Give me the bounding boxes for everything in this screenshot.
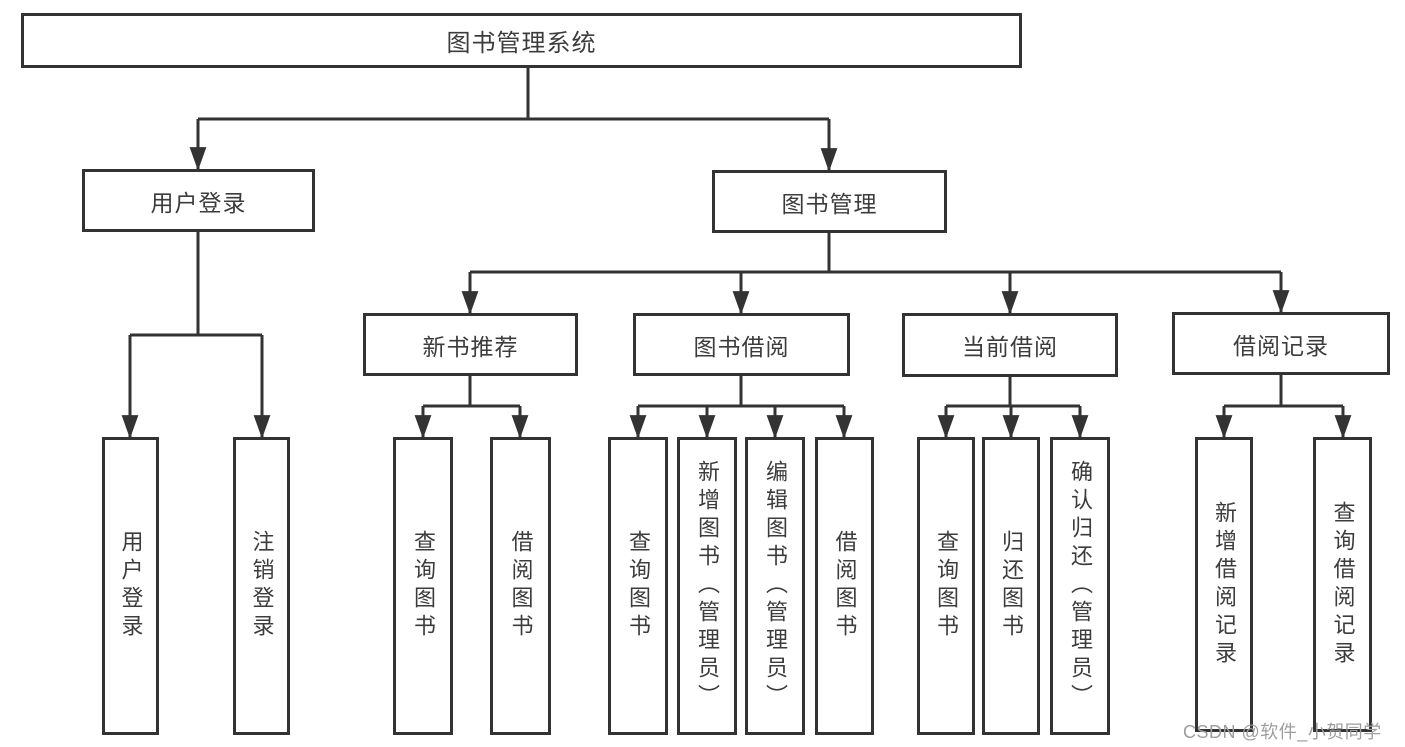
connector-new-book-rec-trunk <box>423 376 520 408</box>
csdn-watermark: CSDN @软件_小贺同学 <box>1183 722 1382 742</box>
leaf-nbr-query-books-label: 查询图书 <box>411 530 436 642</box>
leaf-bb-add-books-admin: 新增图书（管理员） <box>677 437 737 735</box>
node-user-login-label: 用户登录 <box>150 189 247 216</box>
leaf-cb-confirm-return-admin: 确认归还（管理员） <box>1050 437 1110 735</box>
leaf-bb-query-books: 查询图书 <box>608 437 668 735</box>
leaf-bb-borrow-books: 借阅图书 <box>815 437 874 735</box>
leaf-nbr-query-books: 查询图书 <box>393 437 453 735</box>
leaf-br-query-record: 查询借阅记录 <box>1313 437 1372 732</box>
leaf-br-query-record-label: 查询借阅记录 <box>1330 500 1356 669</box>
leaf-nbr-borrow-books-label: 借阅图书 <box>508 530 534 642</box>
leaf-logout-label: 注销登录 <box>249 530 275 642</box>
node-library-system-label: 图书管理系统 <box>446 30 597 57</box>
node-new-book-rec-label: 新书推荐 <box>422 333 519 360</box>
leaf-bb-edit-books-admin-label: 编辑图书（管理员） <box>763 460 788 712</box>
node-library-system: 图书管理系统 <box>21 13 1022 68</box>
node-user-login: 用户登录 <box>82 169 315 232</box>
leaf-cb-query-books-label: 查询图书 <box>934 530 959 642</box>
connector-user-login-trunk <box>130 232 262 337</box>
leaf-bb-borrow-books-label: 借阅图书 <box>832 530 858 642</box>
leaf-logout: 注销登录 <box>233 437 290 735</box>
node-book-mgmt-label: 图书管理 <box>781 190 878 217</box>
leaf-br-add-record: 新增借阅记录 <box>1195 437 1253 732</box>
connector-book-mgmt-trunk <box>470 233 1281 274</box>
node-current-borrow-label: 当前借阅 <box>962 334 1058 360</box>
leaf-nbr-borrow-books: 借阅图书 <box>490 437 551 735</box>
leaf-br-add-record-label: 新增借阅记录 <box>1212 500 1237 669</box>
node-borrow-record: 借阅记录 <box>1172 312 1390 375</box>
node-book-borrow-label: 图书借阅 <box>693 333 790 360</box>
leaf-bb-query-books-label: 查询图书 <box>626 530 651 642</box>
leaf-user-login: 用户登录 <box>102 437 159 735</box>
leaf-cb-return-books-label: 归还图书 <box>999 530 1024 642</box>
node-new-book-rec: 新书推荐 <box>363 313 578 376</box>
node-current-borrow: 当前借阅 <box>902 313 1118 377</box>
leaf-cb-query-books: 查询图书 <box>917 437 975 735</box>
connector-current-borrow-trunk <box>946 377 1080 408</box>
leaf-bb-edit-books-admin: 编辑图书（管理员） <box>745 437 805 735</box>
leaf-user-login-label: 用户登录 <box>118 530 144 642</box>
leaf-cb-return-books: 归还图书 <box>982 437 1040 735</box>
node-book-borrow: 图书借阅 <box>633 313 850 376</box>
leaf-bb-add-books-admin-label: 新增图书（管理员） <box>695 460 720 712</box>
connector-borrow-record-trunk <box>1224 375 1343 408</box>
node-book-mgmt: 图书管理 <box>712 170 947 233</box>
connector-root-trunk <box>198 68 829 121</box>
connector-book-borrow-trunk <box>638 376 844 408</box>
leaf-cb-confirm-return-admin-label: 确认归还（管理员） <box>1068 460 1093 712</box>
node-borrow-record-label: 借阅记录 <box>1233 332 1329 359</box>
